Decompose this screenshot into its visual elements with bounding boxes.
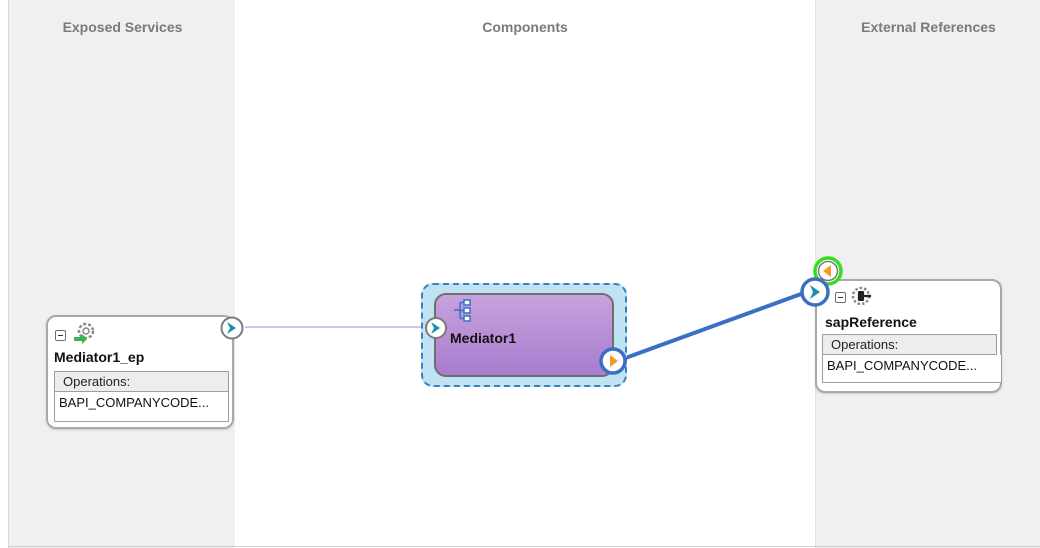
triangle-right-icon[interactable] xyxy=(598,346,628,376)
chevron-right-icon[interactable] xyxy=(799,276,831,308)
service-operations-header: Operations: xyxy=(54,371,229,392)
gear-arrow-icon xyxy=(74,322,95,344)
mediator1-component[interactable] xyxy=(434,293,614,377)
components-lane: Components xyxy=(235,0,815,548)
canvas-bottom-border xyxy=(8,546,1040,547)
mediator-icon xyxy=(454,299,471,322)
external-references-title: External References xyxy=(861,19,996,35)
collapse-toggle[interactable] xyxy=(835,292,846,303)
service-name: Mediator1_ep xyxy=(54,349,145,365)
external-references-lane: External References xyxy=(815,0,1040,548)
service-operation-item[interactable]: BAPI_COMPANYCODE... xyxy=(54,392,229,422)
adapter-plug-icon xyxy=(851,286,871,306)
exposed-services-lane: Exposed Services xyxy=(8,0,237,548)
chevron-right-icon[interactable] xyxy=(424,316,448,340)
components-title: Components xyxy=(482,19,568,35)
reference-operations-header: Operations: xyxy=(822,334,997,355)
triangle-left-icon[interactable] xyxy=(811,254,845,288)
exposed-services-title: Exposed Services xyxy=(62,19,183,35)
chevron-right-icon[interactable] xyxy=(219,316,245,340)
mediator-name: Mediator1 xyxy=(450,330,517,346)
reference-operation-item[interactable]: BAPI_COMPANYCODE... xyxy=(822,355,1002,383)
collapse-toggle[interactable] xyxy=(55,330,66,341)
wire-mediator-to-reference[interactable] xyxy=(619,288,813,362)
reference-name: sapReference xyxy=(825,314,917,330)
